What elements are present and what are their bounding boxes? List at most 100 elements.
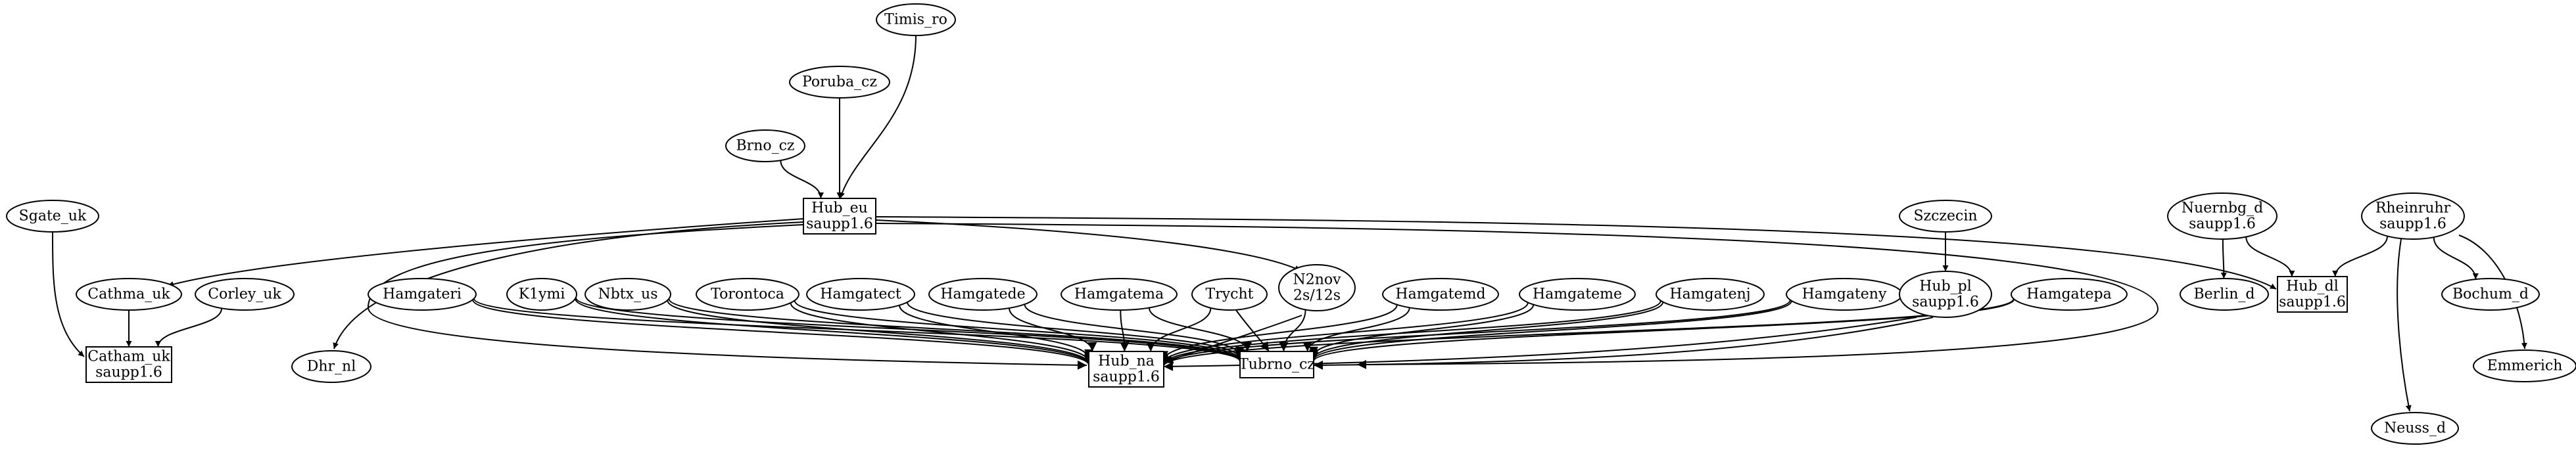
node-hamgatect: Hamgatect <box>806 278 915 311</box>
node-ellipse-shape <box>584 278 671 311</box>
node-hamgateri: Hamgateri <box>368 278 477 311</box>
node-label: Torontoca <box>711 286 784 303</box>
edge-hamgatemd-to-hub-na <box>1159 304 1398 361</box>
node-sgate-uk: Sgate_uk <box>6 200 99 233</box>
edge-hub-eu-to-tubrno-cz <box>875 223 2159 369</box>
node-label: Nuernbg_d <box>2182 200 2263 217</box>
node-berlin-d: Berlin_d <box>2180 278 2269 311</box>
node-hamgatemd: Hamgatemd <box>1382 278 1499 311</box>
node-trycht: Trycht <box>1191 278 1268 311</box>
node-torontoca: Torontoca <box>696 278 799 311</box>
node-ellipse-shape <box>368 278 477 311</box>
node-label: Hamgatemd <box>1395 286 1485 303</box>
node-nbtx-us: Nbtx_us <box>584 278 671 311</box>
node-brno-cz: Brno_cz <box>725 129 805 162</box>
node-label: Bochum_d <box>2452 286 2529 303</box>
node-label: Cathma_uk <box>87 286 170 303</box>
node-label: Emmerich <box>2487 358 2563 374</box>
node-ellipse-shape <box>2473 349 2576 382</box>
node-box-shape <box>803 198 876 235</box>
node-label: Hub_na <box>1098 353 1155 370</box>
node-label: Neuss_d <box>2384 420 2446 437</box>
node-label: Hub_pl <box>1919 279 1972 295</box>
edge-nbtx-us-to-tubrno-cz <box>668 298 1245 361</box>
node-hamgatepa: Hamgatepa <box>2011 278 2128 311</box>
edge-rheinruhr-to-hub-dl <box>2332 236 2389 277</box>
node-szczecin: Szczecin <box>1899 200 1992 233</box>
node-ellipse-shape <box>1656 278 1765 311</box>
node-ellipse-shape <box>1899 200 1992 233</box>
node-ellipse-shape <box>928 278 1038 311</box>
node-k1ymi: K1ymi <box>506 278 577 311</box>
node-ellipse-shape <box>1899 271 1992 318</box>
node-label: saupp1.6 <box>95 365 162 381</box>
node-label: Hamgatema <box>1074 286 1164 303</box>
edge-timis-ro-to-hub-eu <box>839 35 917 199</box>
node-ellipse-shape <box>1061 278 1178 311</box>
node-label: Timis_ro <box>884 12 947 28</box>
node-timis-ro: Timis_ro <box>876 3 956 36</box>
edge-k1ymi-to-hub-na <box>574 298 1093 365</box>
edge-hamgatenj-to-hub-na <box>1159 300 1661 365</box>
edge-hub-eu-to-hub-na <box>367 224 1087 370</box>
node-label: Hub_eu <box>811 200 868 217</box>
node-label: Poruba_cz <box>802 74 877 91</box>
node-hamgateme: Hamgateme <box>1519 278 1636 311</box>
node-ellipse-shape <box>696 278 799 311</box>
edge-hamgateri-to-hub-na <box>472 299 1093 366</box>
node-dhr-nl: Dhr_nl <box>291 350 371 383</box>
node-ellipse-shape <box>725 129 805 162</box>
node-ellipse-shape <box>1519 278 1636 311</box>
node-label: Hamgatede <box>940 286 1025 303</box>
edge-hamgateny-to-tubrno-cz <box>1309 300 1792 361</box>
edge-brno-cz-to-hub-eu <box>780 160 824 199</box>
edges-layer <box>52 35 2527 412</box>
node-ellipse-shape <box>2361 192 2465 240</box>
node-ellipse-shape <box>195 278 295 311</box>
edge-hub-eu-to-n2nov <box>875 219 1301 271</box>
edge-rheinruhr-to-bochum-d <box>2433 236 2479 280</box>
node-box-shape <box>1239 351 1314 378</box>
node-ellipse-shape <box>76 278 182 311</box>
node-ellipse-shape <box>1382 278 1499 311</box>
edge-hub-eu-to-hub-dl <box>875 216 2277 290</box>
node-label: Hub_dl <box>2286 279 2339 295</box>
node-ellipse-shape <box>291 350 371 383</box>
node-label: Hamgateri <box>383 286 462 303</box>
edge-rheinruhr-to-neuss-d <box>2397 238 2412 412</box>
edge-nuernbg-d-to-berlin-d <box>2220 238 2227 279</box>
node-hamgatenj: Hamgatenj <box>1656 278 1765 311</box>
edge-hamgateme-to-hub-na <box>1159 302 1529 363</box>
node-label: Tubrno_cz <box>1239 357 1315 373</box>
node-cathma-uk: Cathma_uk <box>76 278 182 311</box>
node-ellipse-shape <box>2167 192 2278 240</box>
node-label: N2nov <box>1293 272 1341 288</box>
node-label: Berlin_d <box>2193 286 2254 303</box>
node-neuss-d: Neuss_d <box>2371 412 2459 445</box>
node-label: Szczecin <box>1913 208 1977 225</box>
node-ellipse-shape <box>2371 412 2459 445</box>
node-tubrno-cz: Tubrno_cz <box>1239 351 1315 378</box>
edge-hamgatemd-to-tubrno-cz <box>1302 307 1410 352</box>
edge-hamgatema-to-tubrno-cz <box>1148 307 1252 352</box>
node-hamgateny: Hamgateny <box>1786 278 1903 311</box>
node-ellipse-shape <box>876 3 956 36</box>
node-label: Hamgateny <box>1802 286 1887 303</box>
node-label: Brno_cz <box>736 138 794 154</box>
node-label: K1ymi <box>519 286 565 303</box>
edge-torontoca-to-hub-na <box>790 302 1093 362</box>
node-poruba-cz: Poruba_cz <box>789 66 890 99</box>
node-label: Nbtx_us <box>598 286 657 303</box>
node-ellipse-shape <box>506 278 577 311</box>
edge-corley-uk-to-catham-uk <box>155 308 223 348</box>
node-label: Rheinruhr <box>2375 200 2451 217</box>
node-ellipse-shape <box>789 66 890 99</box>
edge-hub-eu-to-dhr-nl <box>333 221 804 349</box>
node-corley-uk: Corley_uk <box>195 278 295 311</box>
node-label: Hamgatect <box>820 286 901 303</box>
